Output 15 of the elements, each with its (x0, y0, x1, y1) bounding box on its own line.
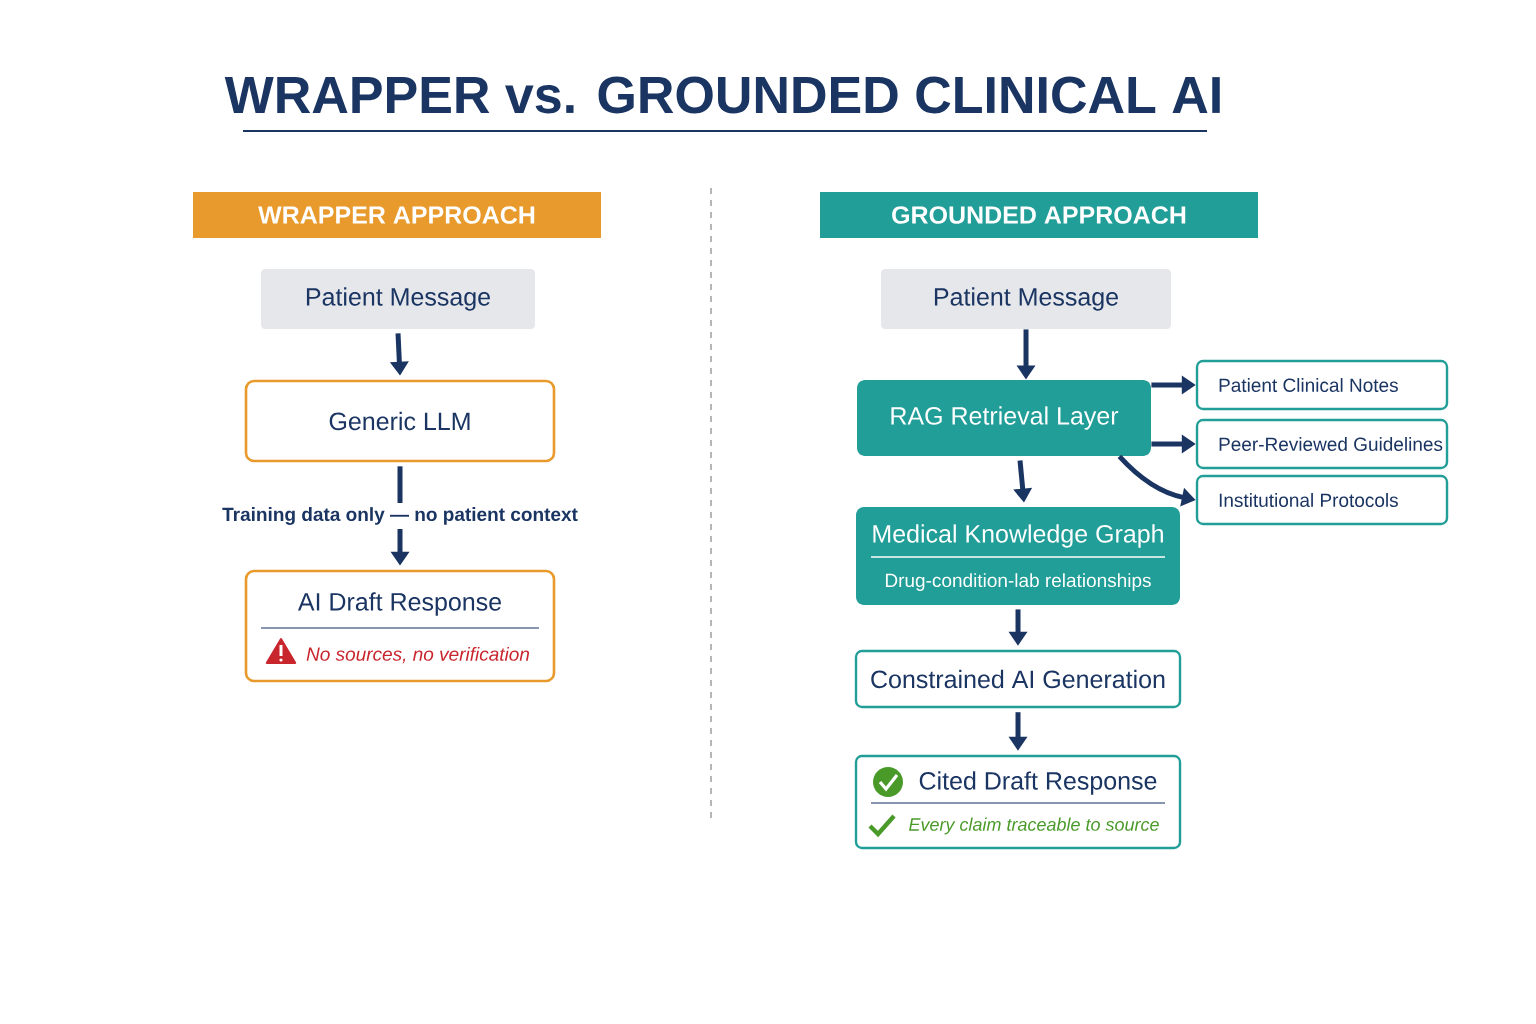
process-box: Patient Message (881, 269, 1171, 329)
output-box: Cited Draft Response Every claim traceable to source (854, 754, 1182, 850)
source-box: Patient Clinical Notes (1195, 359, 1449, 411)
source-box: Institutional Protocols (1195, 474, 1449, 526)
process-box: Patient Message (261, 269, 535, 329)
process-box: Medical Knowledge Graph Drug-condition-lab relationships (856, 507, 1180, 605)
process-box: Generic LLM (244, 379, 556, 463)
output-box: AI Draft Response No sources, no verification (244, 569, 556, 683)
process-box: Constrained AI Generation (854, 649, 1182, 709)
source-box: Peer-Reviewed Guidelines (1195, 418, 1449, 470)
edge-label: Training data only — no patient context (222, 507, 578, 525)
process-box: RAG Retrieval Layer (857, 380, 1151, 456)
title: WRAPPER vs. GROUNDED CLINICAL AI (224, 76, 1220, 114)
section-header: GROUNDED APPROACH (820, 192, 1258, 238)
section-header: WRAPPER APPROACH (193, 192, 601, 238)
